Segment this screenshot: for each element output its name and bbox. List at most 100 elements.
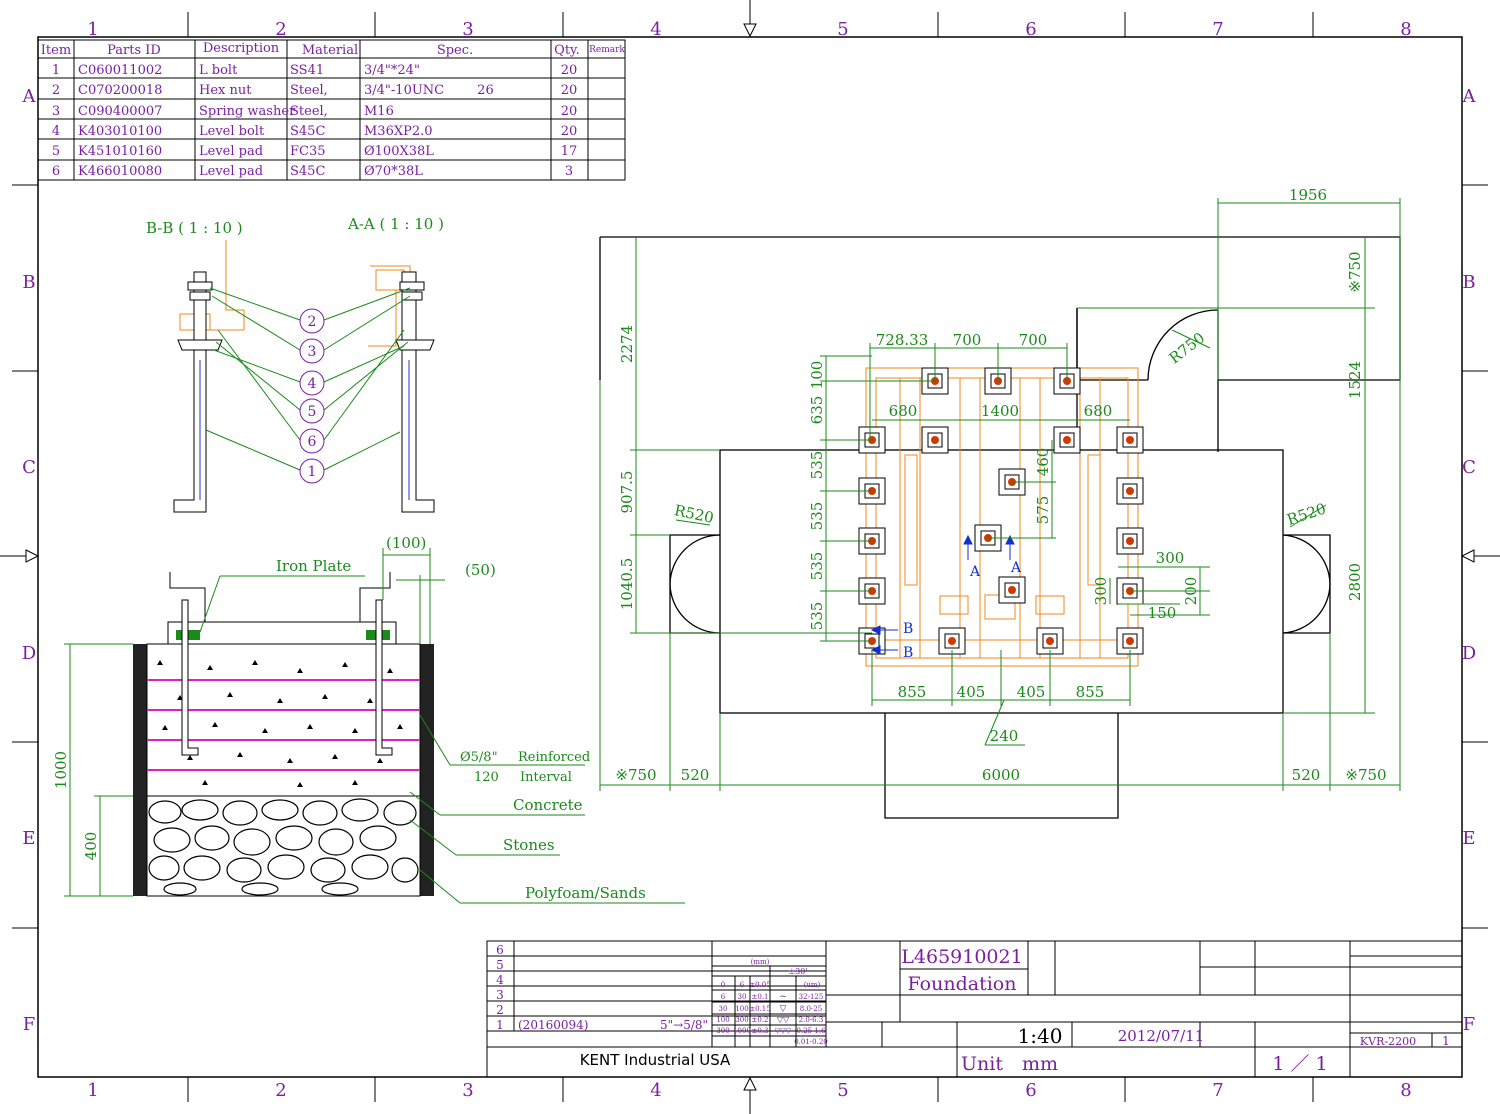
rev-number: 1 — [496, 1018, 504, 1032]
row-label: B — [22, 272, 35, 293]
table-cell: Level bolt — [199, 124, 265, 139]
table-cell: 3 — [52, 104, 60, 119]
concrete-aggregate — [157, 660, 403, 787]
table-header: Item — [41, 43, 71, 58]
tol-cell: 30 — [738, 993, 747, 1001]
table-cell: M36XP2.0 — [364, 124, 433, 139]
dim-6000: 6000 — [982, 766, 1020, 784]
model-number: 1 — [1442, 1034, 1450, 1048]
dim-405-a: 405 — [957, 683, 986, 701]
drawing-date: 2012/07/11 — [1118, 1027, 1204, 1045]
foundation-section: Iron Plate (100) (50) Ø5/8" Reinforced 1… — [52, 534, 685, 904]
table-cell: 6 — [52, 164, 60, 179]
table-cell: Level pad — [199, 164, 263, 179]
machine-outline — [865, 367, 1139, 667]
table-cell: FC35 — [290, 144, 326, 159]
rev-number: 3 — [496, 988, 504, 1002]
dim-2274: 2274 — [618, 325, 636, 363]
stones — [148, 798, 419, 896]
col-label: 1 — [87, 19, 98, 40]
label-reinforced: Reinforced — [518, 750, 590, 765]
row-label: E — [1462, 828, 1475, 849]
row-label: E — [22, 828, 35, 849]
table-cell: C070200018 — [78, 83, 162, 98]
dim-680-a: 680 — [889, 402, 918, 420]
table-cell: 20 — [561, 83, 578, 98]
row-label: F — [1463, 1014, 1476, 1035]
dim-1524: 1524 — [1346, 361, 1364, 399]
rebar-lines — [147, 679, 420, 771]
model-name: KVR-2200 — [1360, 1035, 1416, 1048]
dim-855-a: 855 — [898, 683, 927, 701]
rough-cell: 0.01-0.20 — [794, 1038, 828, 1046]
rough-cell: 2.0-6.3 — [799, 1016, 824, 1024]
dim-700-b: 700 — [1019, 331, 1048, 349]
col-label: 3 — [462, 19, 473, 40]
dim-1040-5: 1040.5 — [618, 558, 636, 611]
dim-520-right: 520 — [1292, 766, 1321, 784]
section-bb-title: B-B ( 1 : 10 ) — [146, 219, 243, 237]
rough-cell: 0.25-1.6 — [796, 1027, 826, 1035]
section-label-a: A — [969, 564, 981, 580]
col-label: 8 — [1400, 19, 1411, 40]
l-bolt-aa — [368, 265, 435, 513]
table-row: 4 K403010100 Level bolt S45C M36XP2.0 20 — [52, 124, 577, 139]
row-label: D — [22, 643, 36, 664]
tol-cell: ±0.3 — [752, 1027, 769, 1035]
level-pad-icon — [1116, 426, 1144, 454]
parts-table: Item Parts ID Description Material Spec.… — [37, 39, 626, 181]
label-polyfoam: Polyfoam/Sands — [525, 884, 646, 902]
table-cell: 1 — [52, 63, 60, 78]
table-header: Remark — [589, 45, 625, 55]
table-header: Description — [203, 41, 280, 56]
dim-750-right: ※750 — [1345, 766, 1386, 784]
table-row: 2 C070200018 Hex nut Steel, 3/4"-10UNC 2… — [52, 83, 577, 98]
col-label: 5 — [837, 19, 848, 40]
table-cell: C060011002 — [78, 63, 162, 78]
callout-label: 6 — [308, 434, 317, 450]
dim-300-b: 300 — [1092, 577, 1110, 606]
level-pad-icon — [998, 576, 1026, 604]
tol-angle: ±30' — [788, 967, 807, 976]
section-views: B-B ( 1 : 10 ) A-A ( 1 : 10 ) — [146, 215, 444, 513]
table-row: 1 C060011002 L bolt SS41 3/4"*24" 20 — [52, 63, 577, 78]
col-label: 6 — [1025, 19, 1036, 40]
section-label-b: B — [903, 645, 913, 661]
callout-label: 1 — [308, 464, 317, 480]
table-cell: 3 — [565, 164, 573, 179]
dim-728-33: 728.33 — [876, 331, 929, 349]
table-header: Material — [302, 43, 358, 58]
table-row: 3 C090400007 Spring washer Steel, M16 20 — [52, 104, 577, 119]
dim-460: 460 — [1034, 448, 1052, 477]
col-label: 6 — [1025, 1080, 1036, 1101]
table-cell: Ø100X38L — [364, 144, 434, 159]
section-dim-lines — [64, 548, 685, 904]
sheet-number: 1 ／ 1 — [1272, 1053, 1327, 1075]
plan-view: A A B B — [599, 186, 1401, 819]
dim-200: 200 — [1182, 577, 1200, 606]
table-row: 6 K466010080 Level pad S45C Ø70*38L 3 — [52, 164, 573, 179]
tol-cell: 100 — [716, 1016, 729, 1024]
col-label: 8 — [1400, 1080, 1411, 1101]
table-cell: M16 — [364, 104, 394, 119]
table-cell: L bolt — [199, 63, 238, 78]
col-label: 4 — [650, 1080, 661, 1101]
l-bolt-bb — [173, 240, 245, 513]
dim-300-a: 300 — [1156, 549, 1185, 567]
dim-750-left: ※750 — [615, 766, 656, 784]
rough-symbol: ▽ — [780, 1004, 787, 1014]
tol-cell: 0 — [721, 981, 725, 989]
dim-855-b: 855 — [1076, 683, 1105, 701]
label-stones: Stones — [503, 836, 555, 854]
table-row: 5 K451010160 Level pad FC35 Ø100X38L 17 — [52, 144, 577, 159]
dim-750-ref: ※750 — [1346, 251, 1364, 292]
col-label: 2 — [275, 19, 286, 40]
tol-cell: 300 — [735, 1016, 748, 1024]
rev-1-id: (20160094) — [518, 1018, 588, 1032]
dim-100: (100) — [386, 534, 426, 552]
callout-label: 4 — [308, 376, 317, 392]
table-cell: 3/4"*24" — [364, 63, 420, 78]
dim-1956: 1956 — [1289, 186, 1327, 204]
unit-value: mm — [1022, 1053, 1058, 1075]
